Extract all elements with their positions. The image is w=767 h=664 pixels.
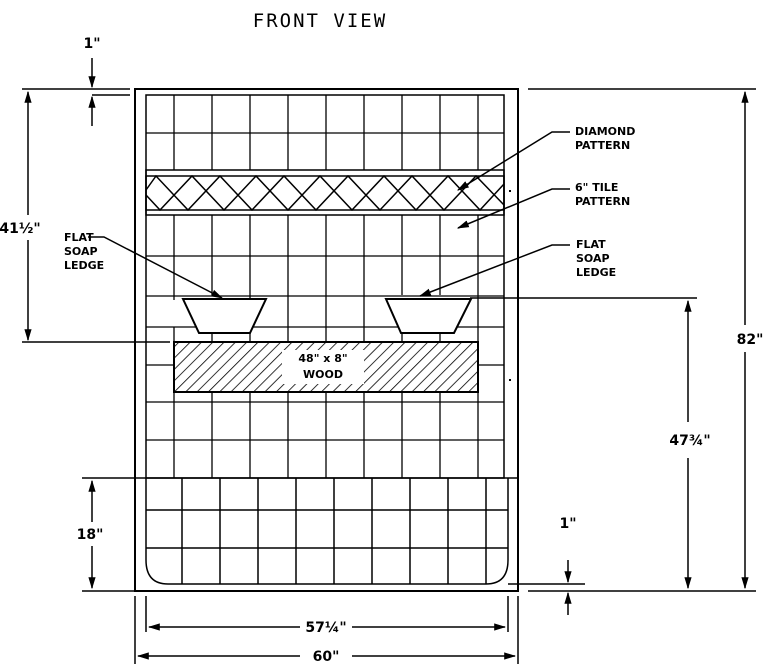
dim-upper-height: 41½" (0, 221, 41, 237)
tile-grid-lower (146, 364, 504, 478)
label-soap-left-2: SOAP (64, 245, 98, 258)
dim-top-offset: 1" (83, 36, 100, 52)
tile-grid-upper (146, 95, 504, 170)
label-tile-2: PATTERN (575, 195, 630, 208)
dimension-lines (22, 58, 756, 664)
label-diamond-2: PATTERN (575, 139, 630, 152)
label-soap-left-3: LEDGE (64, 259, 104, 272)
dim-bottom-offset: 1" (559, 516, 576, 532)
wood-bench-label-size: 48" x 8" (298, 352, 347, 365)
label-diamond-1: DIAMOND (575, 125, 635, 138)
wood-bench-label-bg (282, 350, 364, 384)
wood-bench-label-material: WOOD (303, 368, 343, 381)
mark-dot (509, 379, 511, 381)
dim-outer-width: 60" (313, 649, 340, 664)
diamond-band (145, 169, 505, 216)
dim-total-height: 82" (737, 332, 764, 348)
mark-dot (509, 190, 511, 192)
dim-inner-width: 57¼" (305, 620, 346, 636)
label-soap-left-1: FLAT (64, 231, 94, 244)
soap-ledge-right (384, 298, 473, 334)
label-soap-right-1: FLAT (576, 238, 606, 251)
tub-section (134, 477, 519, 592)
dim-tub-height: 18" (77, 527, 104, 543)
dim-ledge-height: 47¾" (669, 433, 710, 449)
soap-ledge-left (181, 298, 268, 334)
label-soap-right-3: LEDGE (576, 266, 616, 279)
drawing-title: FRONT VIEW (253, 10, 387, 32)
label-soap-right-2: SOAP (576, 252, 610, 265)
leader-lines (88, 131, 570, 299)
label-tile-1: 6" TILE (575, 181, 618, 194)
